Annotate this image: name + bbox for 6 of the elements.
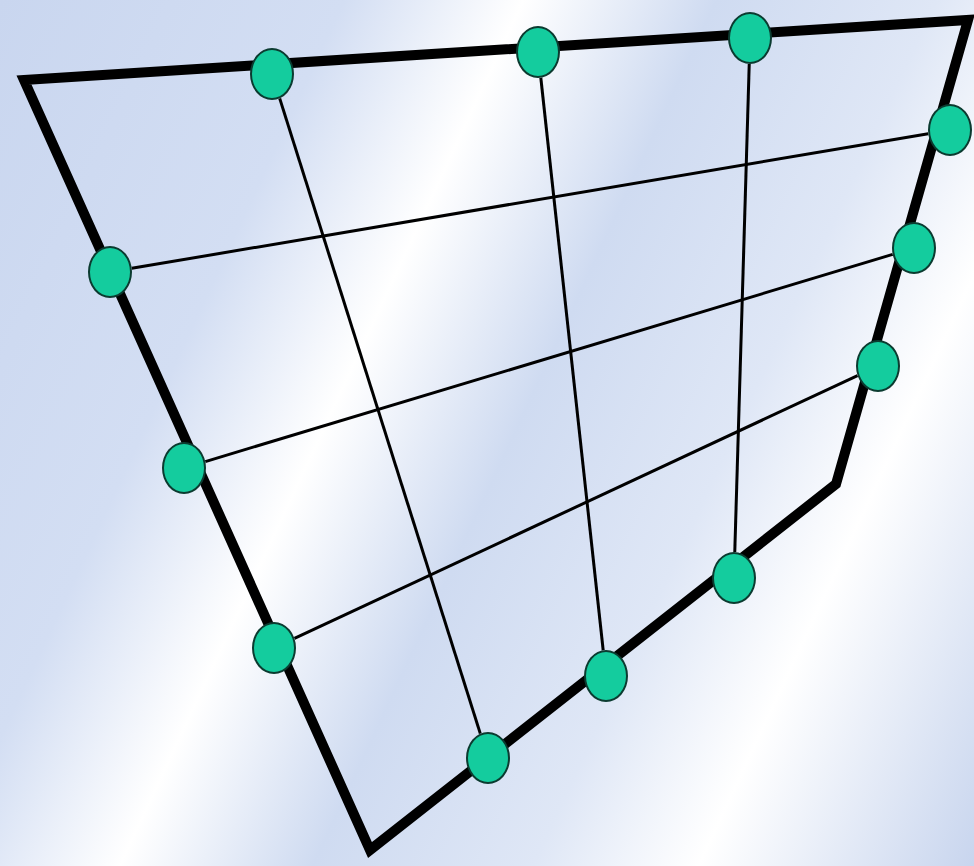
connecting-line: [539, 77, 605, 651]
connecting-line: [204, 253, 894, 463]
connecting-line: [131, 132, 929, 270]
connecting-line: [293, 374, 859, 640]
connecting-line: [278, 97, 482, 735]
connecting-line: [733, 63, 751, 553]
